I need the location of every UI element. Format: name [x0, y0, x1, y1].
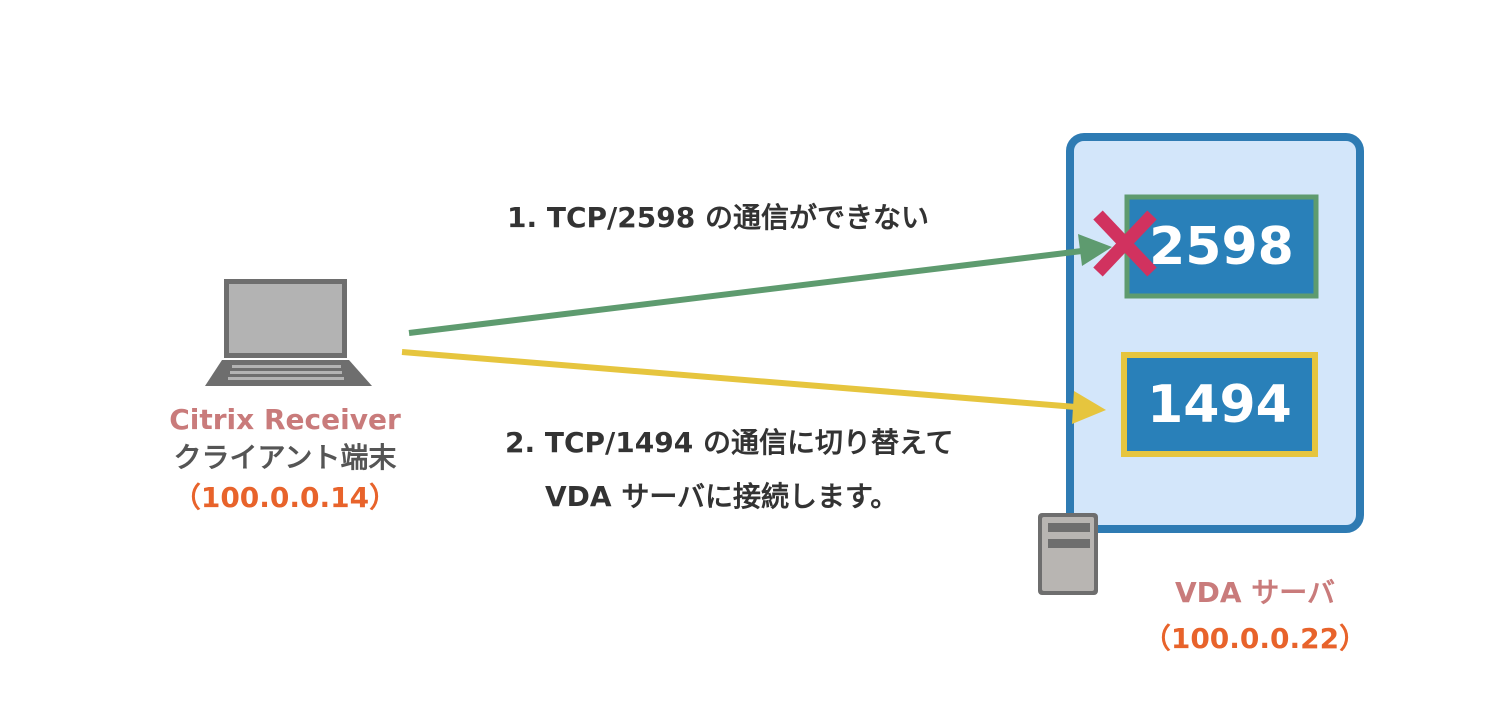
laptop-icon	[205, 279, 372, 386]
server-ip: （100.0.0.22）	[1142, 622, 1368, 655]
port-1494-label: 1494	[1147, 375, 1292, 435]
client-device-label: クライアント端末	[173, 441, 397, 474]
port-2598-label: 2598	[1149, 217, 1294, 277]
green-arrow	[408, 234, 1112, 336]
step2-caption-line2: VDA サーバに接続します。	[545, 480, 899, 513]
step2-caption-line1: 2. TCP/1494 の通信に切り替えて	[505, 426, 954, 459]
client-ip: （100.0.0.14）	[172, 481, 398, 514]
x-mark-icon	[1093, 210, 1157, 277]
server-name: VDA サーバ	[1174, 576, 1336, 609]
yellow-arrow	[401, 349, 1106, 424]
client-app-name: Citrix Receiver	[169, 403, 401, 436]
step1-caption: 1. TCP/2598 の通信ができない	[507, 201, 929, 234]
server-tower-icon	[1038, 513, 1098, 595]
port-2598-box	[1124, 194, 1319, 299]
port-1494-box	[1121, 352, 1318, 457]
